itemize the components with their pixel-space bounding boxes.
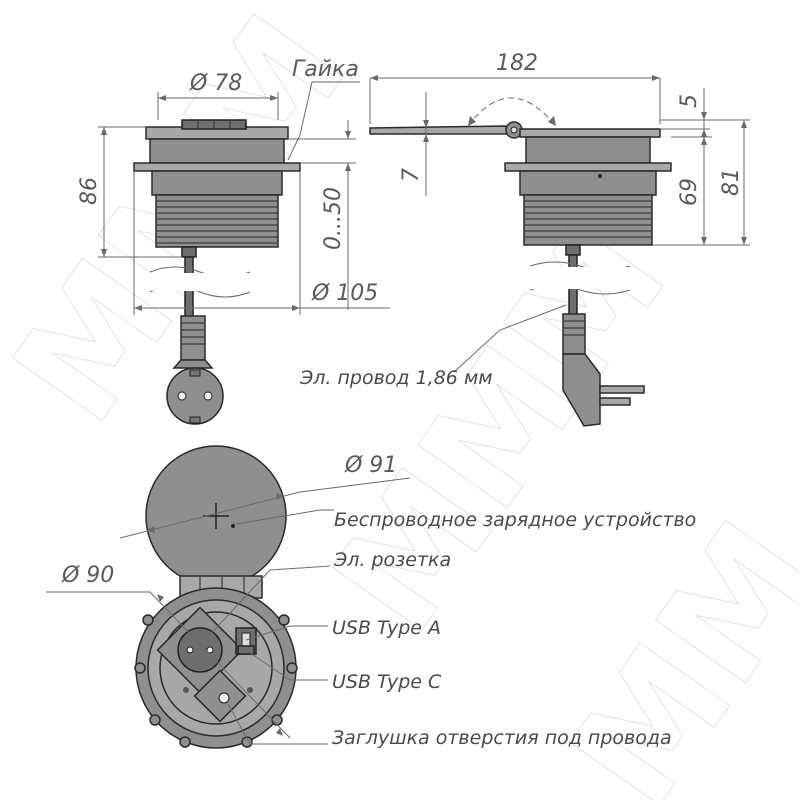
dim-thickness-7: 7 [399, 168, 424, 182]
dim-width-182: 182 [496, 51, 538, 76]
label-nut: Гайка [292, 57, 359, 82]
dim-diameter-105: Ø 105 [311, 281, 378, 306]
dim-diameter-90: Ø 90 [61, 563, 114, 588]
top-view: Ø 91 Беспроводное зарядное устройство Эл… [46, 445, 696, 749]
dim-thickness-5: 5 [677, 94, 702, 108]
callout-usb-a: USB Type A [332, 617, 441, 639]
callout-socket: Эл. розетка [333, 549, 451, 571]
dim-diameter-78: Ø 78 [189, 71, 242, 96]
callout-cable: Эл. провод 1,86 мм [299, 367, 493, 389]
front-nut [133, 162, 301, 172]
side-open-lid [369, 125, 509, 135]
cable-hole-plug [193, 669, 247, 723]
front-thread [155, 194, 279, 248]
svg-text:MM: MM [539, 493, 800, 800]
side-plug [562, 353, 601, 427]
callout-cable-plug: Заглушка отверстия под провода [332, 727, 672, 749]
front-body [151, 170, 283, 196]
dim-height-69: 69 [677, 178, 702, 206]
front-view: Ø 78 Гайка 86 0...50 Ø 105 [77, 57, 390, 425]
side-view: 182 7 5 69 81 Эл. провод 1,86 мм [299, 51, 750, 427]
dim-diameter-91: Ø 91 [344, 453, 397, 478]
callout-usb-c: USB Type C [332, 671, 442, 693]
dim-height-86: 86 [77, 177, 102, 205]
callout-wireless-charger: Беспроводное зарядное устройство [334, 509, 696, 531]
front-plug-face [166, 367, 224, 425]
dim-height-81: 81 [719, 168, 744, 196]
dim-range-0-50: 0...50 [321, 187, 346, 250]
